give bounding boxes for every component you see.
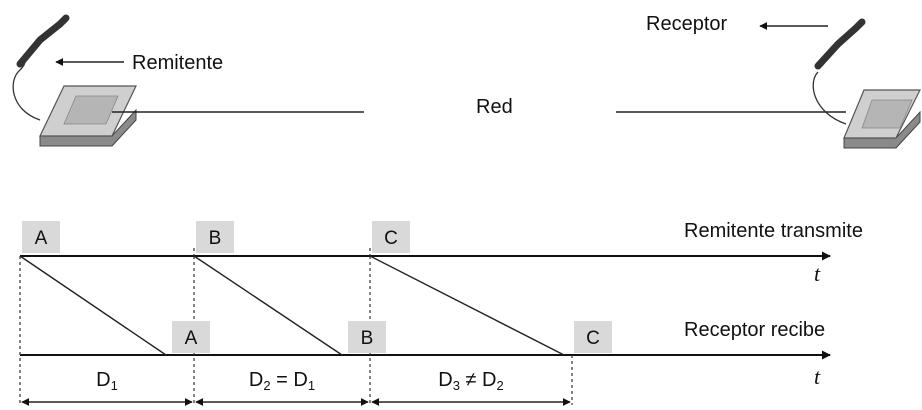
receiver-time-symbol: t xyxy=(814,364,821,389)
receiver-axis-label: Receptor recibe xyxy=(684,319,825,341)
packet-b-received: B xyxy=(348,321,386,353)
transit-line-a xyxy=(19,255,167,356)
svg-text:A: A xyxy=(35,228,48,249)
svg-text:C: C xyxy=(384,228,398,249)
sender-label: Remitente xyxy=(132,52,223,74)
sender-time-symbol: t xyxy=(814,261,821,286)
transit-line-b xyxy=(193,255,343,356)
network-label: Red xyxy=(476,96,513,118)
receiver-label: Receptor xyxy=(646,13,727,35)
svg-text:B: B xyxy=(361,328,374,349)
svg-text:B: B xyxy=(209,228,222,249)
transit-line-c xyxy=(369,255,565,356)
packet-c-received: C xyxy=(574,321,612,353)
delay-label-1: D1 xyxy=(96,369,118,393)
sender-phone-icon xyxy=(12,14,137,147)
svg-text:A: A xyxy=(185,328,198,349)
svg-text:C: C xyxy=(586,328,600,349)
sender-axis-label: Remitente transmite xyxy=(684,220,863,242)
packet-a-sent: A xyxy=(22,221,60,253)
receiver-phone-icon xyxy=(812,18,921,149)
delay-label-3: D3 ≠ D2 xyxy=(438,369,503,393)
packet-a-received: A xyxy=(172,321,210,353)
delay-label-2: D2 = D1 xyxy=(249,369,315,393)
packet-c-sent: C xyxy=(372,221,410,253)
packet-b-sent: B xyxy=(196,221,234,253)
